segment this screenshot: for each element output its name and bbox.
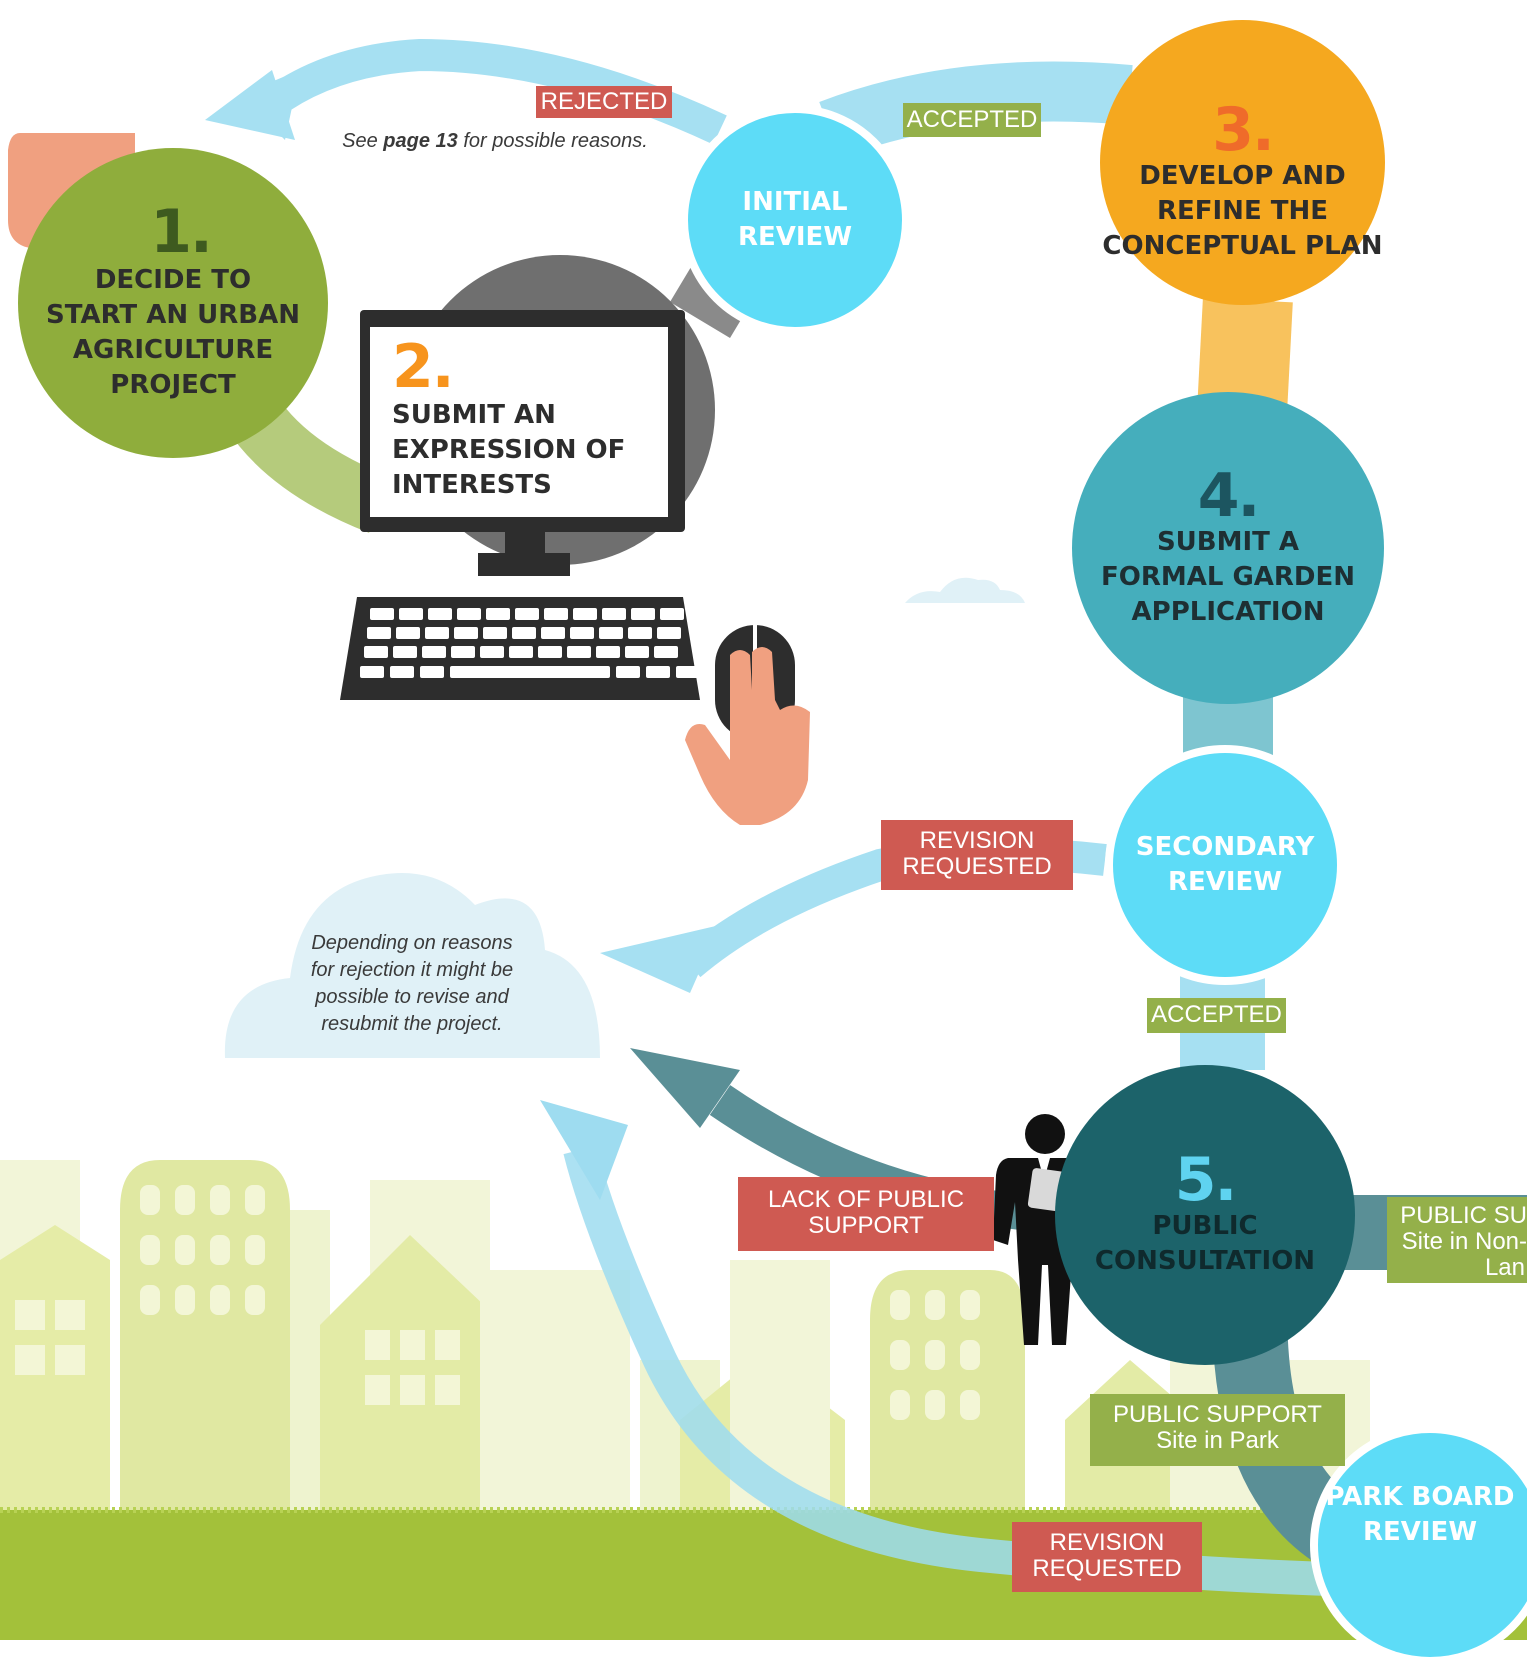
- revision-requested-tag-park: REVISION REQUESTED: [1012, 1522, 1202, 1592]
- revision-requested-tag-secondary: REVISION REQUESTED: [881, 820, 1073, 890]
- mouse-hand-icon: [685, 625, 810, 825]
- park-board-review-circle: PARK BOARD REVIEW: [1310, 1425, 1527, 1665]
- step-4-circle: 4. SUBMIT A FORMAL GARDEN APPLICATION: [1072, 392, 1384, 704]
- step-3-title: DEVELOP AND REFINE THE CONCEPTUAL PLAN: [1102, 161, 1383, 261]
- public-support-park-tag: PUBLIC SUPPORT Site in Park: [1090, 1394, 1345, 1466]
- step-1-circle: 1. DECIDE TO START AN URBAN AGRICULTURE …: [18, 148, 328, 458]
- step-2-title: SUBMIT AN EXPRESSION OF INTERESTS: [392, 400, 626, 500]
- step-3-circle: 3. DEVELOP AND REFINE THE CONCEPTUAL PLA…: [1100, 20, 1385, 305]
- lack-of-public-support-tag: LACK OF PUBLIC SUPPORT: [738, 1177, 994, 1251]
- step-2-screen: 2. SUBMIT AN EXPRESSION OF INTERESTS: [392, 332, 662, 503]
- step-4-number: 4.: [1197, 460, 1261, 531]
- rejected-tag: REJECTED: [536, 86, 672, 118]
- keyboard-icon: [340, 597, 700, 700]
- step-5-title: PUBLIC CONSULTATION: [1094, 1211, 1316, 1276]
- step-5-circle: 5. PUBLIC CONSULTATION: [1055, 1065, 1355, 1365]
- secondary-review-circle: SECONDARY REVIEW: [1105, 745, 1345, 985]
- step-1-title: DECIDE TO START AN URBAN AGRICULTURE PRO…: [46, 265, 300, 400]
- step-2-number: 2.: [392, 332, 455, 402]
- accepted-tag-mid: ACCEPTED: [1147, 998, 1286, 1033]
- step-4-title: SUBMIT A FORMAL GARDEN APPLICATION: [1100, 526, 1356, 627]
- step-1-number: 1.: [150, 197, 213, 267]
- step-5-number: 5.: [1174, 1145, 1238, 1215]
- step-3-number: 3.: [1212, 95, 1275, 165]
- cloud-icon: [224, 577, 1025, 1058]
- cloud-note: Depending on reasons for rejection it mi…: [310, 932, 514, 1035]
- rejected-note: See page 13 for possible reasons.: [342, 130, 648, 152]
- public-support-nonpark-tag: PUBLIC SU Site in Non- Lan: [1387, 1197, 1527, 1283]
- computer-monitor-icon: [360, 255, 715, 576]
- initial-review-circle: INITIAL REVIEW: [680, 105, 910, 335]
- accepted-tag-top: ACCEPTED: [903, 103, 1041, 137]
